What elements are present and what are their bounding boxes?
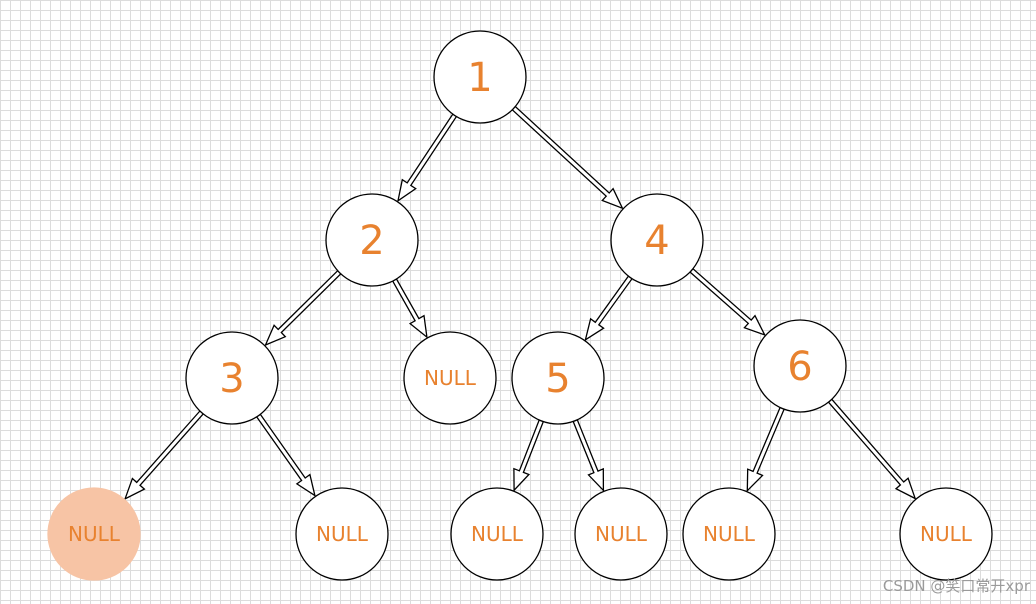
tree-node-n3l: NULL [47, 487, 141, 581]
edge-arrow-n2-n2r [391, 278, 428, 339]
node-circle [682, 487, 776, 581]
tree-node-n1: 1 [433, 30, 527, 124]
null-label: NULL [471, 522, 524, 546]
edge-arrow-n1-n4 [511, 105, 624, 210]
node-circle [295, 487, 389, 581]
tree-node-n6: 6 [753, 319, 847, 413]
edge-arrow-n4-n6 [689, 267, 767, 337]
node-circle [185, 331, 279, 425]
node-circle [753, 319, 847, 413]
edge-arrow-n3-n3r [255, 413, 316, 498]
node-circle [450, 487, 544, 581]
edge-arrow-n6-n6r [827, 398, 917, 500]
edge-arrow-n1-n2 [397, 113, 458, 203]
node-circle [403, 331, 497, 425]
null-label: NULL [595, 522, 648, 546]
edge-arrow-n6-n6l [746, 406, 785, 493]
null-label: NULL [316, 522, 369, 546]
edge-arrow-n3-n3l [123, 410, 205, 501]
edges-layer [123, 105, 917, 501]
node-circle [511, 331, 605, 425]
null-label: NULL [424, 366, 477, 390]
tree-node-n6r: NULL [899, 487, 993, 581]
tree-node-n4: 4 [610, 193, 704, 287]
node-circle [325, 193, 419, 287]
edge-arrow-n5-n5l [513, 419, 545, 492]
node-circle [610, 193, 704, 287]
null-label: NULL [920, 522, 973, 546]
node-circle [899, 487, 993, 581]
null-label: NULL [703, 522, 756, 546]
node-value-label: 4 [644, 218, 669, 264]
tree-node-n5: 5 [511, 331, 605, 425]
edge-arrow-n5-n5r [572, 418, 605, 493]
null-label: NULL [68, 522, 121, 546]
node-value-label: 3 [219, 356, 244, 402]
tree-node-n2: 2 [325, 193, 419, 287]
tree-node-n3: 3 [185, 331, 279, 425]
node-value-label: 5 [545, 356, 570, 402]
edge-arrow-n2-n3 [264, 269, 342, 347]
tree-node-n3r: NULL [295, 487, 389, 581]
node-circle [433, 30, 527, 124]
node-circle [47, 487, 141, 581]
node-value-label: 1 [467, 55, 492, 101]
node-value-label: 6 [787, 344, 812, 390]
node-circle [574, 487, 668, 581]
tree-node-n5r: NULL [574, 487, 668, 581]
edge-arrow-n4-n5 [584, 275, 633, 342]
tree-node-n2r: NULL [403, 331, 497, 425]
tree-node-n5l: NULL [450, 487, 544, 581]
tree-node-n6l: NULL [682, 487, 776, 581]
watermark: CSDN @笑口常开xpr [882, 577, 1030, 595]
node-value-label: 2 [359, 218, 384, 264]
